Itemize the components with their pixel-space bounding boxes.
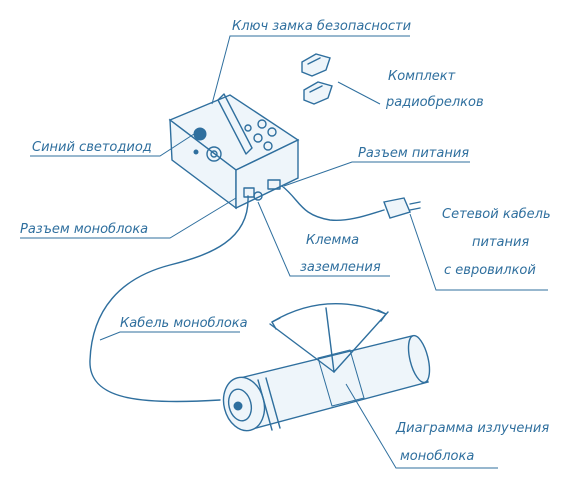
label-safety-key: Ключ замка безопасности: [232, 19, 411, 34]
label-power-cable-line2: питания: [472, 235, 529, 250]
monoblock-cable: [89, 195, 249, 403]
label-radio-fob-kit-line2: радиобрелков: [385, 95, 484, 110]
label-radiation-diagram-line1: Диаграмма излучения: [395, 421, 549, 436]
blue-led: [193, 127, 207, 141]
radio-fob-kit: [301, 53, 333, 105]
label-ground-terminal-line1: Клемма: [306, 233, 359, 248]
power-cable: [281, 185, 421, 222]
leader-lines: [20, 35, 548, 469]
control-box: [168, 93, 300, 210]
label-ground-terminal-line2: заземления: [300, 260, 381, 275]
label-monoblock-cable: Кабель моноблока: [120, 316, 248, 331]
label-radiation-diagram-line2: моноблока: [400, 449, 474, 464]
label-power-cable-line1: Сетевой кабель: [442, 207, 551, 222]
label-radio-fob-kit-line1: Комплект: [388, 69, 456, 84]
label-blue-led: Синий светодиод: [32, 140, 152, 155]
radiation-diagram: [269, 303, 389, 373]
ground-terminal: [253, 191, 263, 201]
safety-key-lock: [206, 146, 222, 162]
label-monoblock-connector: Разъем моноблока: [20, 222, 148, 237]
monoblock-connector-socket: [243, 187, 255, 198]
label-power-cable-line3: с евровилкой: [444, 263, 536, 278]
power-connector: [267, 179, 281, 190]
monoblock: [222, 334, 431, 432]
label-power-connector: Разъем питания: [358, 146, 469, 161]
